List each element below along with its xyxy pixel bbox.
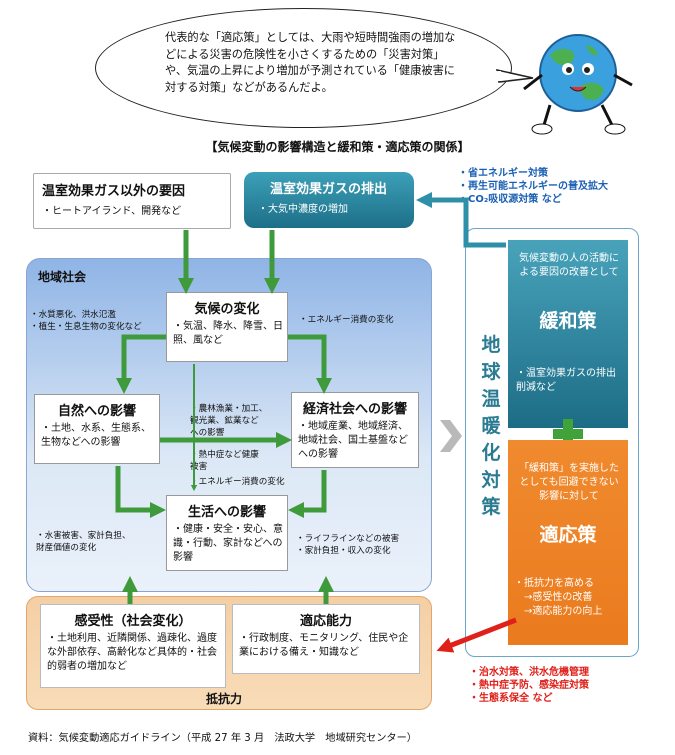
vertical-char: 対 <box>481 469 501 491</box>
vertical-char: 化 <box>481 442 501 464</box>
vertical-char: 策 <box>481 496 501 518</box>
adaptation-item: →適応能力の向上 <box>524 606 603 617</box>
sensitivity-title: 感受性（社会変化） <box>74 614 192 629</box>
note-line: 観光業、鉱業など <box>190 416 259 426</box>
nature-impact-box: 自然への影響 ・土地、水系、生態系、生物などへの影響 <box>34 394 160 464</box>
nature-impact-item: ・土地、水系、生態系、生物などへの影響 <box>41 423 151 448</box>
mitigation-item: ・CO₂吸収源対策 など <box>458 194 562 205</box>
adaptation-list-item: ・熱中症予防、感染症対策 <box>469 680 589 691</box>
ghg-emission-item: ・大気中濃度の増加 <box>258 204 348 215</box>
climate-change-box: 気候の変化 ・気温、降水、降雪、日照、風など <box>166 292 288 362</box>
region-label: 地域社会 <box>38 270 87 284</box>
note-energy-2: ・エネルギー消費の変化 <box>190 477 285 487</box>
adaptive-capacity-title: 適応能力 <box>299 614 352 629</box>
arrow-adaptation-to-resistance <box>436 617 517 653</box>
adaptation-list-item: ・治水対策、洪水危機管理 <box>469 667 589 678</box>
sensitivity-box: 感受性（社会変化） ・土地利用、近隣関係、過疎化、過度な外部依存、高齢化など具体… <box>40 604 226 688</box>
note-energy-1: ・エネルギー消費の変化 <box>299 315 394 325</box>
life-impact-box: 生活への影響 ・健康・安全・安心、意識・行動、家計などへの影響 <box>166 495 288 571</box>
ghg-emission-box: 温室効果ガスの排出 ・大気中濃度の増加 <box>244 172 414 228</box>
adaptation-item: ・抵抗力を高める <box>514 578 594 589</box>
note-heatstroke: ・熱中症など健康 被害 <box>190 449 259 473</box>
economy-impact-title: 経済社会への影響 <box>302 402 407 417</box>
vertical-char: 温 <box>481 388 501 410</box>
note-line: ・水質悪化、洪水氾濫 <box>30 310 116 320</box>
adaptation-title: 適応策 <box>539 524 597 546</box>
note-lifeline: ・ライフラインなどの被害 ・家計負担・収入の変化 <box>296 533 399 557</box>
adaptation-list-item: ・生態系保全 など <box>469 693 553 704</box>
mitigation-item: ・省エネルギー対策 <box>458 168 548 179</box>
note-line: ・水害被害、家計負担、 <box>36 531 131 541</box>
nature-impact-title: 自然への影響 <box>57 404 136 419</box>
non-ghg-factors-item: ・ヒートアイランド、開発など <box>42 206 182 217</box>
speech-bubble <box>95 8 512 128</box>
mitigation-list: ・省エネルギー対策 ・再生可能エネルギーの普及拡大 ・CO₂吸収源対策 など <box>458 167 608 206</box>
climate-change-item: ・気温、降水、降雪、日照、風など <box>173 321 283 346</box>
vertical-title: 地 球 温 暖 化 対 策 <box>480 332 502 521</box>
arrow-mitigation-to-ghg <box>415 191 506 248</box>
note-water-quality: ・水質悪化、洪水氾濫 ・植生・生息生物の変化など <box>30 309 142 333</box>
life-impact-title: 生活への影響 <box>187 505 266 520</box>
mitigation-item: ・再生可能エネルギーの普及拡大 <box>458 181 608 192</box>
bubble-tail <box>495 69 534 83</box>
vertical-char: 球 <box>481 361 501 383</box>
bubble-text: 代表的な「適応策」としては、大雨や短時間強雨の増加などによる災害の危険性を小さく… <box>165 31 456 94</box>
diagram-heading: 【気候変動の影響構造と緩和策・適応策の関係】 <box>205 140 470 154</box>
mitigation-panel: 気候変動の人の活動による要因の改善として 緩和策 ・温室効果ガスの排出削減など <box>508 240 628 428</box>
adaptation-item: →感受性の改善 <box>524 592 593 603</box>
note-line: ・農林漁業・加工、 <box>190 404 268 414</box>
adaptation-panel: 「緩和策」を実施したとしても回避できない影響に対して 適応策 ・抵抗力を高める … <box>508 440 628 645</box>
plus-icon <box>553 419 583 449</box>
note-line: への影響 <box>190 428 225 438</box>
note-line: 財産価値の変化 <box>36 543 97 553</box>
vertical-char: 地 <box>481 334 501 356</box>
arrow-climate-to-economy <box>288 334 333 395</box>
mitigation-intro: 気候変動の人の活動による要因の改善として <box>519 253 619 278</box>
mitigation-item: ・温室効果ガスの排出削減など <box>516 368 616 393</box>
source-caption: 資料：気候変動適応ガイドライン（平成 27 年 3 月 法政大学 地域研究センタ… <box>28 733 417 744</box>
non-ghg-factors-title: 温室効果ガス以外の要因 <box>42 184 186 199</box>
vertical-char: 暖 <box>481 415 501 437</box>
note-line: 被害 <box>190 462 208 472</box>
economy-impact-box: 経済社会への影響 ・地域産業、地域経済、地域社会、国土基盤などへの影響 <box>291 392 419 468</box>
mitigation-title: 緩和策 <box>539 310 597 332</box>
climate-change-title: 気候の変化 <box>194 302 260 317</box>
note-flood-damage: ・水害被害、家計負担、 財産価値の変化 <box>36 530 131 554</box>
non-ghg-factors-box: 温室効果ガス以外の要因 ・ヒートアイランド、開発など <box>33 173 231 229</box>
chevron-right-icon <box>440 420 462 452</box>
adaptive-capacity-box: 適応能力 ・行政制度、モニタリング、住民や企業における備え・知識など <box>232 604 420 674</box>
adaptation-items: ・抵抗力を高める →感受性の改善 →適応能力の向上 <box>514 577 624 619</box>
arrow-nature-to-life <box>115 466 167 519</box>
resistance-label: 抵抗力 <box>206 692 243 706</box>
note-line: ・ライフラインなどの被害 <box>296 534 400 544</box>
note-line: ・熱中症など健康 <box>190 450 259 460</box>
life-impact-item: ・健康・安全・安心、意識・行動、家計などへの影響 <box>173 524 283 563</box>
ghg-emission-title: 温室効果ガスの排出 <box>270 182 388 197</box>
economy-impact-item: ・地域産業、地域経済、地域社会、国土基盤などへの影響 <box>298 421 408 460</box>
adaptation-intro: 「緩和策」を実施したとしても回避できない影響に対して <box>519 463 619 502</box>
earth-mascot-icon <box>523 34 633 135</box>
adaptive-capacity-item: ・行政制度、モニタリング、住民や企業における備え・知識など <box>239 633 409 658</box>
note-line: ・植生・生息生物の変化など <box>30 322 142 332</box>
adaptation-list: ・治水対策、洪水危機管理 ・熱中症予防、感染症対策 ・生態系保全 など <box>469 666 589 705</box>
sensitivity-item: ・土地利用、近隣関係、過疎化、過度な外部依存、高齢化など具体的・社会的弱者の増加… <box>47 633 217 672</box>
arrow-climate-to-nature <box>115 334 166 395</box>
note-agriculture: ・農林漁業・加工、 観光業、鉱業など への影響 <box>190 403 267 439</box>
note-line: ・家計負担・収入の変化 <box>296 546 391 556</box>
arrow-economy-to-life <box>287 470 327 519</box>
